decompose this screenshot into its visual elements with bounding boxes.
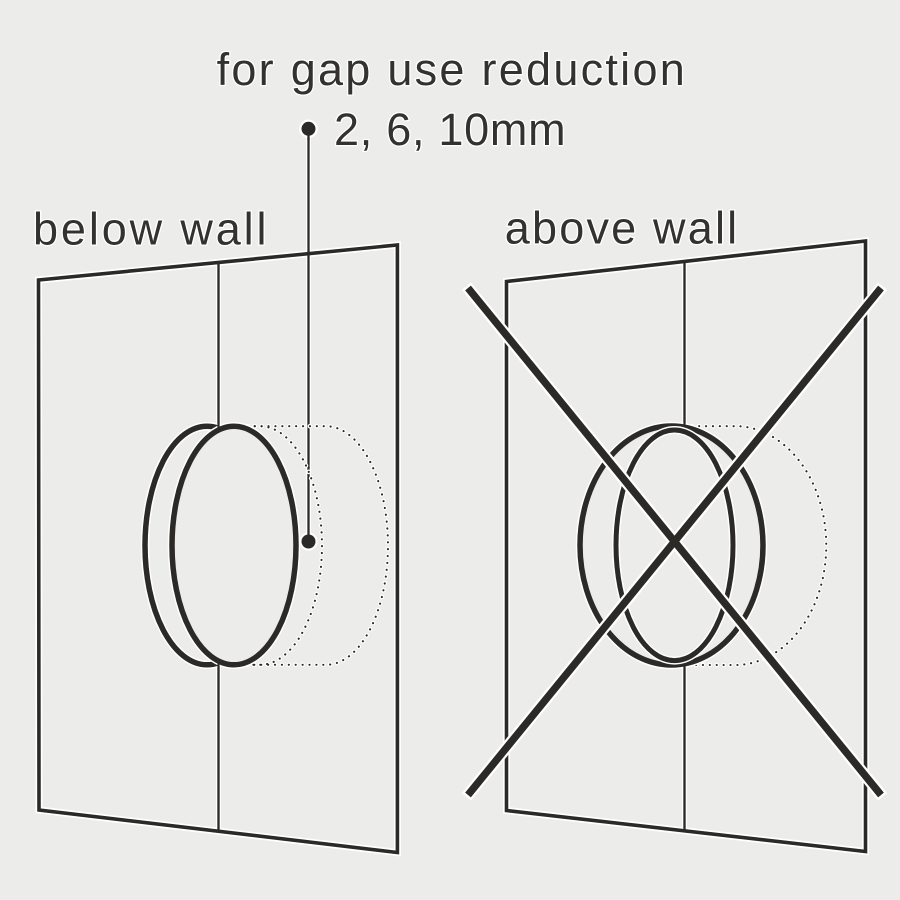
- svg-text:below wall: below wall: [33, 204, 269, 255]
- svg-text:2, 6, 10mm: 2, 6, 10mm: [334, 104, 566, 155]
- svg-text:above wall: above wall: [505, 203, 740, 254]
- svg-text:for gap use reduction: for gap use reduction: [217, 44, 687, 95]
